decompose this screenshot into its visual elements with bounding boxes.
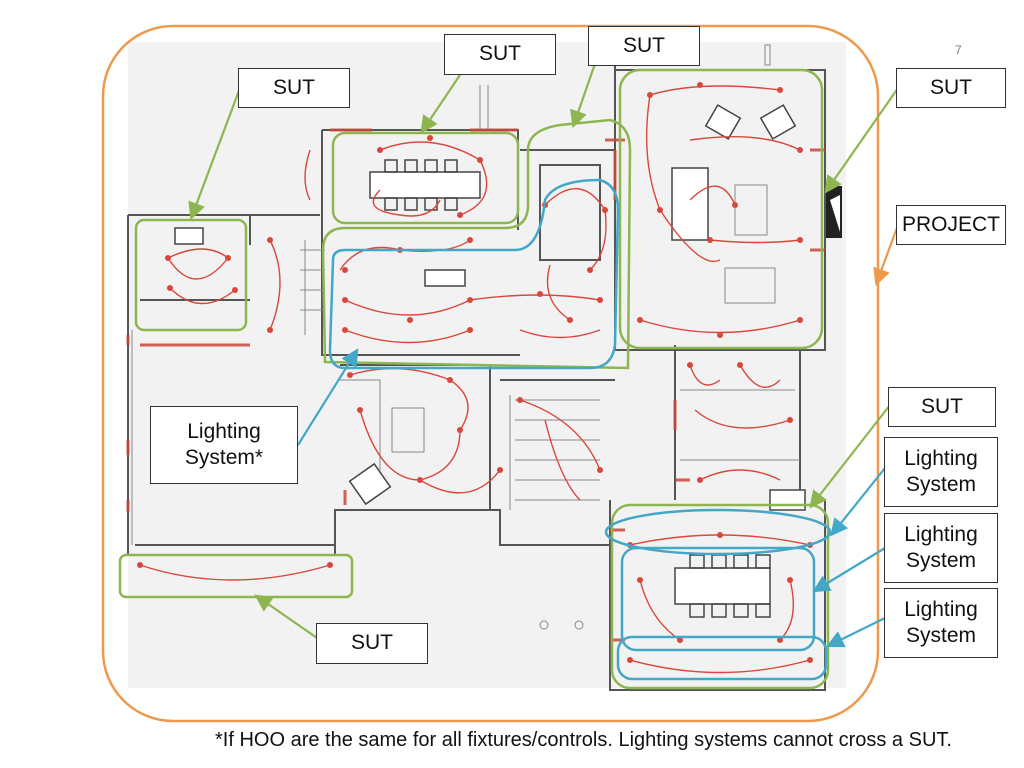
lighting-system-2-callout: Lighting System [884,513,998,583]
project-boundary [101,24,880,723]
sut-hall-callout: SUT [588,26,700,66]
lighting-system-2-outline [620,546,816,652]
callout-connectors [188,57,900,648]
sut-office-callout: SUT [888,387,996,427]
sut-bottom-callout: SUT [316,623,428,664]
floor-plan [126,42,846,691]
lighting-system-1-callout: Lighting System [884,437,998,507]
sut-dining-callout: SUT [444,34,556,75]
sut-boundaries [118,68,830,690]
sut-living-callout: SUT [896,68,1006,108]
sut-office-outline [610,503,830,690]
light-fixtures [137,82,813,663]
lighting-system-1-outline [604,508,832,556]
sut-living-outline [618,68,824,350]
footnote: *If HOO are the same for all fixtures/co… [215,729,952,751]
page-number: 7 [955,43,962,57]
project-callout: PROJECT [896,205,1006,245]
lighting-system-3-callout: Lighting System [884,588,998,658]
lighting-circuits [139,85,811,674]
lighting-system-3-outline [616,635,828,681]
lighting-system-star-callout: Lighting System* [150,406,298,484]
sut-hall-outline [321,118,632,370]
sut-bottom-outline [118,553,354,599]
sut-kitchen-callout: SUT [238,68,350,108]
